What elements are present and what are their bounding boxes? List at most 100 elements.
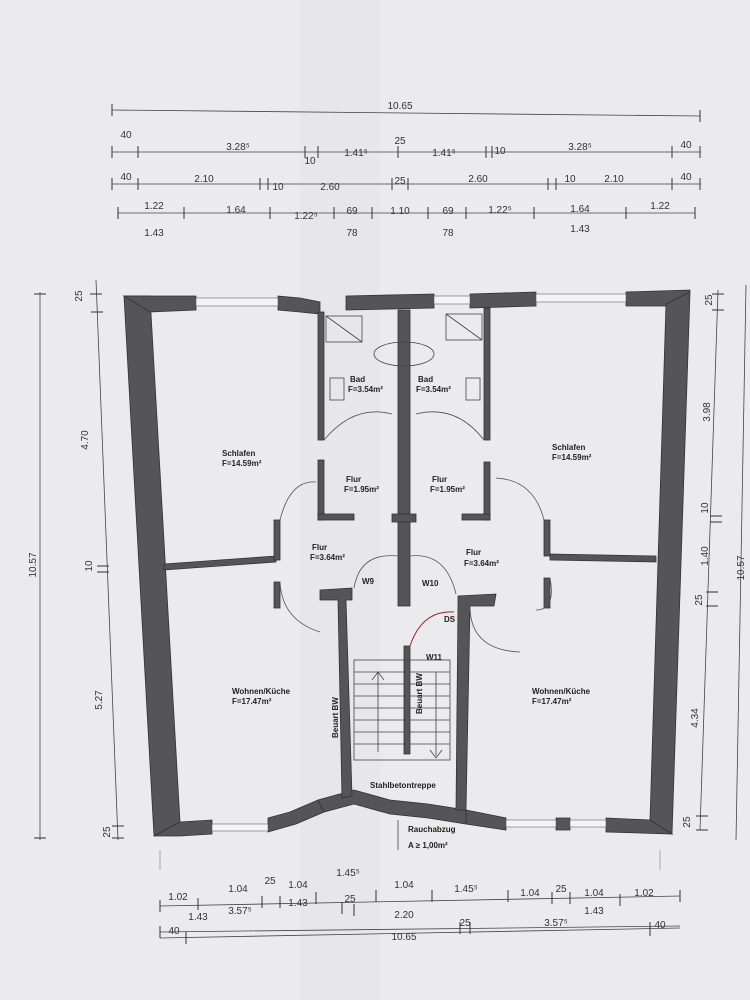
room-wohnen-left-name: Wohnen/Küche bbox=[232, 687, 291, 696]
room-flur-small-left-name: Flur bbox=[346, 475, 361, 484]
right-seg-4: 25 bbox=[694, 594, 705, 606]
room-flur-right-name: Flur bbox=[466, 548, 481, 557]
top-r4-0: 1.43 bbox=[144, 228, 164, 239]
top-r2-6: 10 bbox=[564, 174, 576, 185]
bot-r1-3: 1.04 bbox=[288, 880, 308, 891]
top-r1-5: 1.41⁵ bbox=[432, 148, 456, 159]
right-dimensions: 25 3.98 10 1.40 25 4.34 25 10.57 bbox=[682, 284, 747, 841]
top-r4-1: 78 bbox=[346, 228, 358, 239]
bot-r1-2: 25 bbox=[264, 876, 276, 887]
bot-r3-0: 25 bbox=[344, 894, 356, 905]
room-schlafen-right-area: F=14.59m² bbox=[552, 453, 592, 462]
top-r3-2: 1.22⁵ bbox=[294, 211, 318, 222]
label-smoke-2: A ≥ 1,00m² bbox=[408, 841, 448, 850]
right-seg-1: 3.98 bbox=[702, 402, 713, 422]
top-r1-2: 10 bbox=[304, 156, 316, 167]
top-r2-5: 2.60 bbox=[468, 174, 488, 185]
label-smoke-1: Rauchabzug bbox=[408, 825, 456, 834]
top-r1-3: 1.41⁵ bbox=[344, 148, 368, 159]
bot-r2-0: 1.43 bbox=[188, 912, 208, 923]
bot-r1-7: 1.04 bbox=[520, 888, 540, 899]
room-flur-left-name: Flur bbox=[312, 543, 327, 552]
top-r1-7: 3.28⁵ bbox=[568, 142, 592, 153]
bath-fixtures bbox=[325, 313, 483, 401]
top-dimensions: 10.65 40 3.28⁵ 10 1.41⁵ 25 1.41⁵ 10 3.28… bbox=[111, 101, 701, 239]
top-r2-3: 2.60 bbox=[320, 182, 340, 193]
bot-r1-8: 25 bbox=[555, 884, 567, 895]
top-r3-3: 69 bbox=[346, 206, 358, 217]
bot-r4-0: 40 bbox=[168, 926, 180, 937]
room-bad-left-name: Bad bbox=[350, 375, 365, 384]
staircase bbox=[353, 659, 451, 761]
room-schlafen-left-name: Schlafen bbox=[222, 449, 255, 458]
room-flur-right-area: F=3.64m² bbox=[464, 559, 499, 568]
label-beuart-left: Beuart BW bbox=[331, 697, 340, 738]
top-r4-2: 78 bbox=[442, 228, 454, 239]
bot-r2-2: 1.43 bbox=[288, 898, 308, 909]
bottom-dimensions: 1.02 1.04 25 1.04 1.45⁵ 1.04 1.45⁵ 1.04 … bbox=[159, 868, 681, 944]
bot-r3-2: 25 bbox=[459, 918, 471, 929]
top-overall-dim: 10.65 bbox=[387, 101, 412, 112]
room-flur-small-left-area: F=1.95m² bbox=[344, 485, 379, 494]
top-r1-4: 25 bbox=[394, 136, 406, 147]
left-seg-2: 10 bbox=[84, 560, 95, 572]
right-seg-0: 25 bbox=[704, 294, 715, 306]
top-r3-5: 69 bbox=[442, 206, 454, 217]
left-seg-0: 25 bbox=[74, 290, 85, 302]
right-overall-dim: 10.57 bbox=[736, 555, 747, 580]
bot-r2-1: 3.57⁵ bbox=[228, 906, 252, 917]
top-r3-7: 1.64 bbox=[570, 204, 590, 215]
top-r3-1: 1.64 bbox=[226, 205, 246, 216]
top-r2-0: 40 bbox=[120, 172, 132, 183]
top-r4-3: 1.43 bbox=[570, 224, 590, 235]
label-stair: Stahlbetontreppe bbox=[370, 781, 436, 790]
right-seg-3: 1.40 bbox=[700, 546, 711, 566]
bot-r3-1: 2.20 bbox=[394, 910, 414, 921]
label-w9: W9 bbox=[362, 577, 375, 586]
top-r3-0: 1.22 bbox=[144, 201, 164, 212]
right-seg-5: 4.34 bbox=[690, 708, 701, 728]
room-labels: Schlafen F=14.59m² Schlafen F=14.59m² Ba… bbox=[222, 375, 592, 850]
walls bbox=[122, 289, 691, 837]
room-flur-small-right-area: F=1.95m² bbox=[430, 485, 465, 494]
bot-r1-0: 1.02 bbox=[168, 892, 188, 903]
bot-r1-10: 1.02 bbox=[634, 888, 654, 899]
right-seg-6: 25 bbox=[682, 816, 693, 828]
bot-r4-2: 40 bbox=[654, 920, 666, 931]
room-wohnen-right-area: F=17.47m² bbox=[532, 697, 572, 706]
left-seg-3: 5.27 bbox=[94, 690, 105, 710]
room-bad-right-name: Bad bbox=[418, 375, 433, 384]
room-bad-right-area: F=3.54m² bbox=[416, 385, 451, 394]
top-r2-7: 2.10 bbox=[604, 174, 624, 185]
label-w11: W11 bbox=[426, 653, 443, 662]
top-r2-4: 25 bbox=[394, 176, 406, 187]
top-r3-4: 1.10 bbox=[390, 206, 410, 217]
bot-r1-5: 1.04 bbox=[394, 880, 414, 891]
bot-r4-1: 10.65 bbox=[391, 932, 416, 943]
top-r3-6: 1.22⁵ bbox=[488, 205, 512, 216]
top-r2-1: 2.10 bbox=[194, 174, 214, 185]
room-schlafen-left-area: F=14.59m² bbox=[222, 459, 262, 468]
room-schlafen-right-name: Schlafen bbox=[552, 443, 585, 452]
label-ds: DS bbox=[444, 615, 456, 624]
bot-r1-1: 1.04 bbox=[228, 884, 248, 895]
top-r2-8: 40 bbox=[680, 172, 692, 183]
top-r1-0: 40 bbox=[120, 130, 132, 141]
room-wohnen-right-name: Wohnen/Küche bbox=[532, 687, 591, 696]
top-r1-1: 3.28⁵ bbox=[226, 142, 250, 153]
bot-r1-9: 1.04 bbox=[584, 888, 604, 899]
room-flur-left-area: F=3.64m² bbox=[310, 553, 345, 562]
paper-fold bbox=[300, 0, 380, 1000]
left-seg-4: 25 bbox=[102, 826, 113, 838]
bot-r3-3: 3.57⁵ bbox=[544, 918, 568, 929]
top-r1-8: 40 bbox=[680, 140, 692, 151]
bot-r1-4: 1.45⁵ bbox=[336, 868, 360, 879]
top-r3-8: 1.22 bbox=[650, 201, 670, 212]
label-w10: W10 bbox=[422, 579, 439, 588]
room-bad-left-area: F=3.54m² bbox=[348, 385, 383, 394]
windows bbox=[195, 293, 627, 832]
left-overall-dim: 10.57 bbox=[28, 552, 39, 577]
room-flur-small-right-name: Flur bbox=[432, 475, 447, 484]
bot-r1-6: 1.45⁵ bbox=[454, 884, 478, 895]
